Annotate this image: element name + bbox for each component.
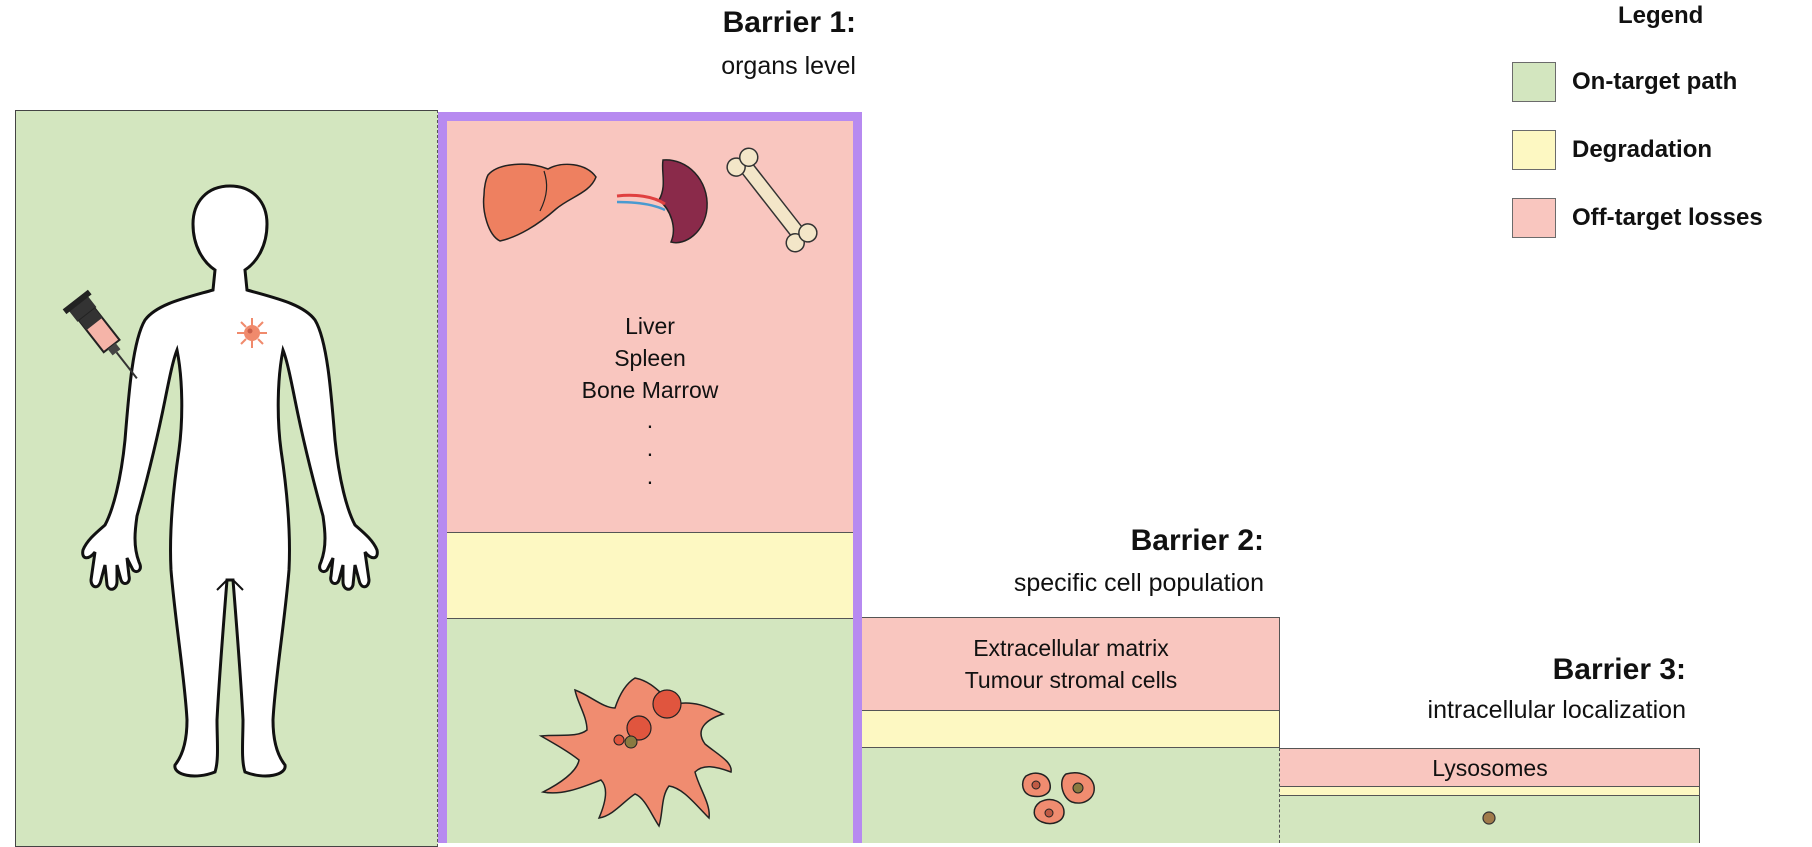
stage2-degradation (862, 710, 1280, 748)
ellipsis-dot: . (446, 406, 854, 434)
organ-liver-label: Liver (446, 310, 854, 342)
cell-cluster-icon (1018, 768, 1108, 828)
legend-label-on-target: On-target path (1572, 68, 1737, 96)
barrier3-title: Barrier 3: (1300, 653, 1686, 687)
ellipsis-dot: . (446, 434, 854, 462)
tumor-cell-icon (235, 316, 269, 350)
legend-swatch-off-target (1512, 198, 1556, 238)
barrier2-title: Barrier 2: (880, 524, 1264, 558)
organ-bone-marrow-label: Bone Marrow (446, 374, 854, 406)
liver-icon (478, 155, 600, 245)
barrier1-subtitle: organs level (560, 52, 856, 81)
human-body-icon (75, 180, 385, 780)
legend-swatch-degradation (1512, 130, 1556, 170)
lysosome-icon (1481, 810, 1497, 826)
lysosomes-label: Lysosomes (1280, 752, 1700, 784)
legend: Legend On-target path Degradation Off-ta… (1500, 0, 1812, 260)
legend-swatch-on-target (1512, 62, 1556, 102)
barrier1-title: Barrier 1: (560, 6, 856, 40)
spleen-icon (615, 150, 715, 250)
extracellular-matrix-label: Extracellular matrix (862, 632, 1280, 664)
bone-icon (722, 140, 822, 260)
barrier2-subtitle: specific cell population (880, 569, 1264, 598)
organs-label: Liver Spleen Bone Marrow . . . (446, 310, 854, 490)
syringe-icon (58, 285, 158, 395)
legend-title: Legend (1618, 2, 1703, 30)
organ-spleen-label: Spleen (446, 342, 854, 374)
legend-label-degradation: Degradation (1572, 136, 1712, 164)
barrier3-subtitle: intracellular localization (1300, 696, 1686, 725)
stage3-degradation (1280, 786, 1700, 796)
stage2-label: Extracellular matrix Tumour stromal cell… (862, 632, 1280, 696)
ellipsis-dot: . (446, 462, 854, 490)
cancer-cell-icon (535, 668, 735, 828)
legend-label-off-target: Off-target losses (1572, 204, 1763, 232)
tumour-stromal-cells-label: Tumour stromal cells (862, 664, 1280, 696)
